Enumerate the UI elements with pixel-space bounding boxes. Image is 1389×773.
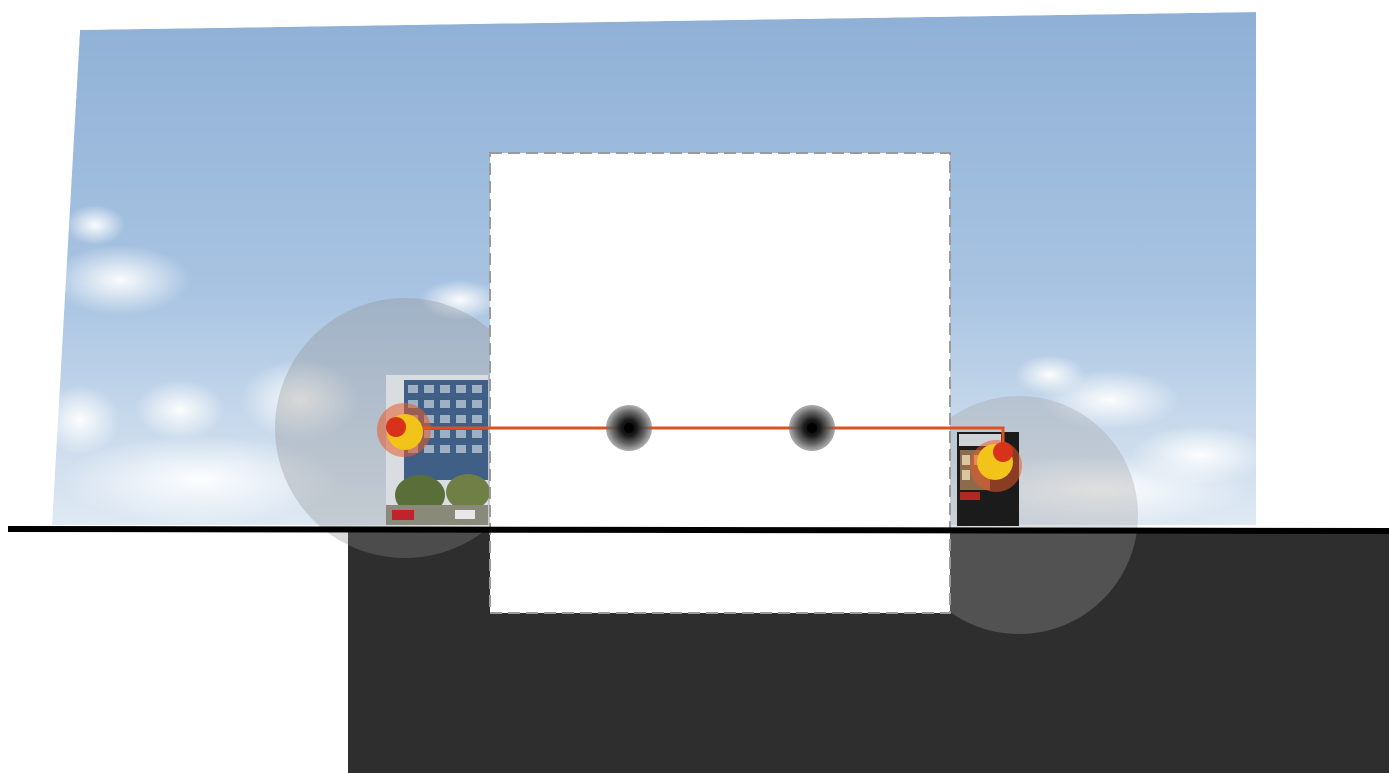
intermediate-node-1 [606, 405, 652, 451]
right-focus-marker [970, 440, 1022, 492]
horizon-line [8, 529, 1389, 531]
intermediate-node-2 [789, 405, 835, 451]
left-focus-marker [377, 403, 431, 457]
blank-viewport [490, 153, 950, 613]
